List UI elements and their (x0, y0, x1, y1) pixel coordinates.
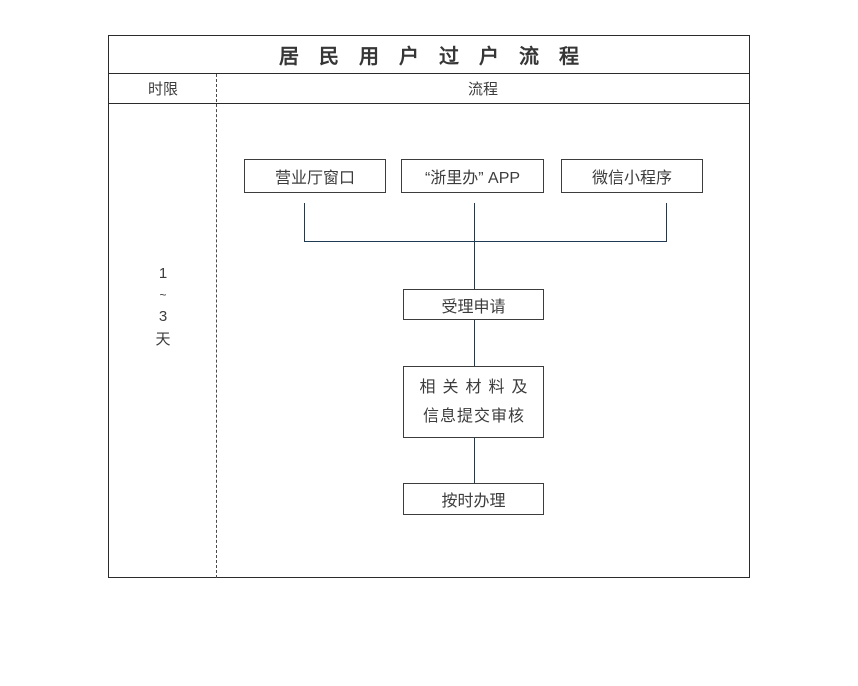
flowchart-title: 居民用户过户流程 (279, 46, 599, 68)
time-limit-char: 3 (158, 308, 168, 325)
step-box-materials-review: 相关材料及 信息提交审核 (403, 366, 544, 438)
time-limit-char: 天 (155, 331, 171, 348)
entry-box-hall-window: 营业厅窗口 (244, 159, 386, 193)
time-limit-char: 1 (158, 265, 168, 282)
connector-horizontal-join (304, 241, 667, 242)
connector-vertical-middle (474, 203, 475, 289)
time-limit-label: 1 ~ 3 天 (109, 262, 217, 351)
connector-vertical-left (304, 203, 305, 242)
header-cell-time-limit: 时限 (147, 81, 178, 98)
materials-line-1: 相关材料及 (419, 379, 535, 396)
entry-box-wechat-miniprogram: 微信小程序 (561, 159, 703, 193)
header-cell-process: 流程 (467, 81, 498, 98)
header-row: 时限 流程 (109, 74, 749, 104)
time-limit-tilde: ~ (159, 288, 167, 302)
connector-accept-to-materials (474, 320, 475, 366)
title-row: 居民用户过户流程 (109, 36, 749, 74)
entry-box-zheliban-app: “浙里办” APP (401, 159, 544, 193)
connector-vertical-right (666, 203, 667, 242)
step-box-ontime-processing: 按时办理 (403, 483, 544, 515)
flowchart-table: 居民用户过户流程 时限 流程 1 ~ 3 天 营业厅窗口 “浙里办” APP 微… (108, 35, 750, 578)
column-divider-dashed (216, 74, 217, 578)
step-box-accept-application: 受理申请 (403, 289, 544, 320)
connector-materials-to-ontime (474, 438, 475, 483)
materials-line-2: 信息提交审核 (422, 408, 525, 425)
